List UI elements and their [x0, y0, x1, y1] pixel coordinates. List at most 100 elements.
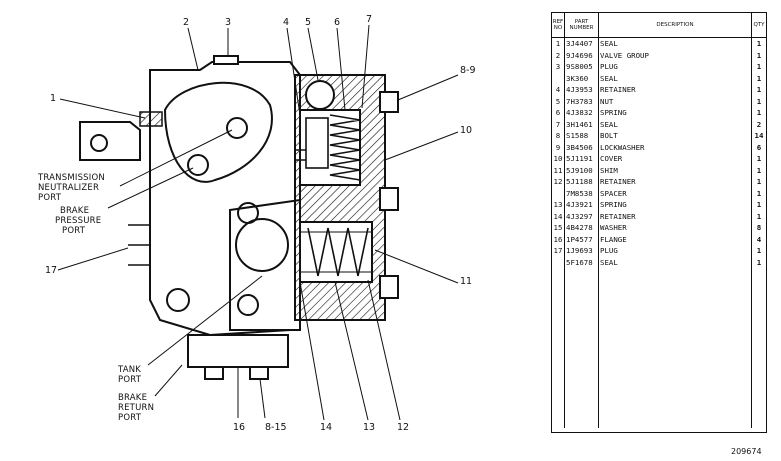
callout-16: 16: [233, 422, 245, 433]
part-description: COVER: [598, 153, 752, 165]
part-qty: 1: [756, 177, 762, 187]
header-description: DESCRIPTION: [598, 13, 752, 38]
callout-leaders: [57, 24, 459, 421]
part-qty: 2: [756, 119, 762, 129]
part-description: FLANGE: [598, 233, 752, 245]
lower-spring: [300, 227, 372, 277]
part-qty: 1: [756, 165, 762, 175]
part-qty: 1: [756, 96, 762, 106]
part-description: SEAL: [598, 72, 752, 84]
part-qty: 1: [756, 50, 762, 60]
part-ref: [552, 187, 565, 199]
callout-6: 6: [334, 17, 340, 28]
part-number: 3H1461: [564, 118, 599, 130]
part-number: 4J3832: [564, 107, 599, 119]
part-ref: 14: [552, 210, 565, 222]
part-number: 4B4278: [564, 222, 599, 234]
part-ref: 3: [552, 61, 565, 73]
parts-table-filler: [552, 268, 766, 428]
part-number: 5F1678: [564, 256, 599, 268]
callout-10: 10: [460, 125, 472, 136]
part-description: SPACER: [598, 187, 752, 199]
part-ref: 17: [552, 245, 565, 257]
callout-3: 3: [225, 17, 231, 28]
part-ref: 6: [552, 107, 565, 119]
part-description: RETAINER: [598, 210, 752, 222]
part-ref: 13: [552, 199, 565, 211]
label-tank: TANK: [117, 365, 141, 375]
seal-1: [139, 111, 163, 127]
part-qty: 1: [756, 85, 762, 95]
part-description: SPRING: [598, 107, 752, 119]
header-ref-no: REF NO: [552, 13, 565, 38]
part-ref: 8: [552, 130, 565, 142]
part-qty: 1: [756, 62, 762, 72]
part-ref: 1: [552, 37, 565, 50]
part-ref: [552, 256, 565, 268]
label-neutralizer-port: PORT: [38, 193, 62, 203]
part-number: 1J9693: [564, 245, 599, 257]
callout-11: 11: [460, 276, 472, 287]
drawing-number: 209674: [731, 447, 762, 456]
part-qty: 1: [756, 108, 762, 118]
part-description: PLUG: [598, 245, 752, 257]
part-number: 9S8005: [564, 61, 599, 73]
callout-numbers: 1 2 3 4 5 6 7 8-9 10 11 12 13 14 8-15 16…: [45, 14, 476, 433]
part-description: PLUG: [598, 61, 752, 73]
part-qty: 1: [756, 39, 762, 49]
part-description: SEAL: [598, 118, 752, 130]
part-description: VALVE GROUP: [598, 49, 752, 61]
callout-5: 5: [305, 17, 311, 28]
part-description: SEAL: [598, 37, 752, 50]
part-ref: 2: [552, 49, 565, 61]
part-qty: 8: [756, 223, 762, 233]
part-description: SEAL: [598, 256, 752, 268]
sectioned-cover: [294, 74, 399, 321]
part-qty: 1: [756, 154, 762, 164]
part-qty: 1: [756, 188, 762, 198]
label-pressure-port: PORT: [62, 226, 86, 236]
part-qty: 1: [756, 211, 762, 221]
label-transmission: TRANSMISSION: [37, 173, 105, 183]
callout-8-9: 8-9: [460, 65, 476, 76]
header-qty: QTY: [751, 13, 766, 38]
part-number: 5J1188: [564, 176, 599, 188]
label-brake-return: BRAKE: [118, 393, 147, 403]
label-brake: BRAKE: [60, 206, 89, 216]
part-qty: 4: [756, 234, 762, 244]
part-number: 4J3921: [564, 199, 599, 211]
part-description: WASHER: [598, 222, 752, 234]
part-description: SPRING: [598, 199, 752, 211]
part-number: 3K360: [564, 72, 599, 84]
part-ref: 11: [552, 164, 565, 176]
part-number: 3J4407: [564, 37, 599, 50]
part-number: 4J3953: [564, 84, 599, 96]
part-description: LOCKWASHER: [598, 141, 752, 153]
part-number: 9J4696: [564, 49, 599, 61]
part-description: RETAINER: [598, 176, 752, 188]
part-number: 4J3297: [564, 210, 599, 222]
label-return-port: PORT: [118, 413, 142, 423]
part-ref: 12: [552, 176, 565, 188]
part-number: S1588: [564, 130, 599, 142]
part-qty: 1: [756, 73, 762, 83]
callout-8-15: 8-15: [265, 422, 287, 433]
label-tank-port: PORT: [118, 375, 142, 385]
parts-table-header: REF NO PART NUMBER DESCRIPTION QTY: [552, 13, 766, 38]
callout-17: 17: [45, 265, 57, 276]
